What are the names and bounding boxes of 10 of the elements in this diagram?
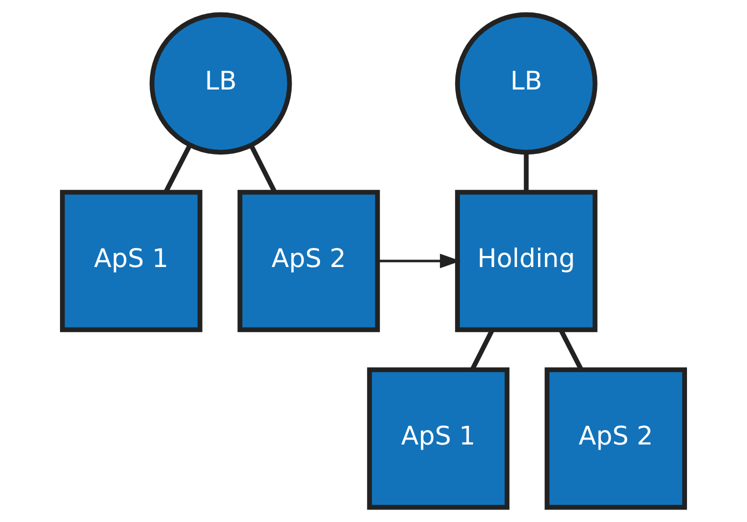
node-box: ApS 1 [367,367,510,510]
node-box: ApS 1 [60,190,202,332]
node-box: ApS 2 [238,190,380,332]
node-circle: LB [150,12,292,155]
arrow [378,254,461,268]
node-box: Holding [455,190,598,332]
node-box: ApS 2 [544,367,687,510]
connector [524,152,529,192]
node-circle: LB [455,12,598,155]
connector [249,144,277,193]
